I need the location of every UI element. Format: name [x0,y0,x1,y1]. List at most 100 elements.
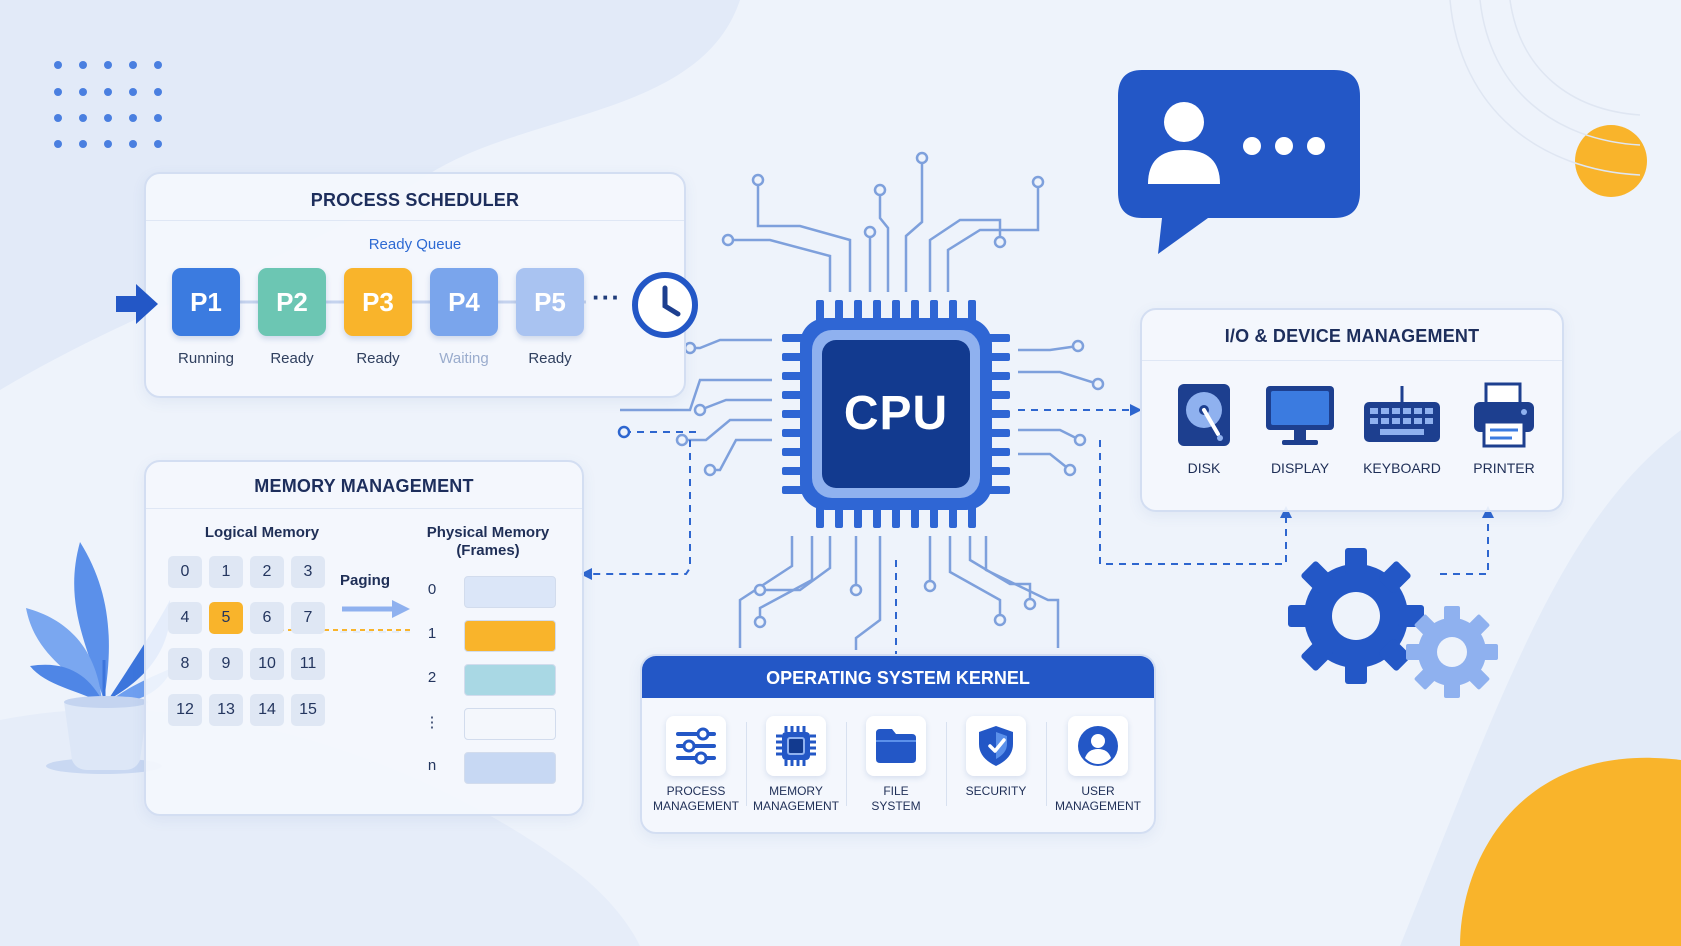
module-icon-box [666,716,726,776]
io-device-management-panel: I/O & DEVICE MANAGEMENT DISK DISPLAY [1140,308,1564,512]
device-display[interactable]: DISPLAY [1250,382,1350,476]
printer-icon [1474,382,1534,448]
physical-frame[interactable] [464,664,556,696]
module-divider [946,722,947,806]
paging-arrow-icon [342,600,410,618]
module-label-line1: SECURITY [965,784,1027,798]
device-disk[interactable]: DISK [1154,382,1254,476]
logical-page-cell[interactable]: 10 [250,648,284,680]
device-printer-label: PRINTER [1473,460,1535,476]
logical-page-cell[interactable]: 0 [168,556,202,588]
module-divider [746,722,747,806]
queue-input-arrow-icon [116,284,158,324]
logical-page-cell[interactable]: 13 [209,694,243,726]
display-icon [1266,386,1334,445]
shield-icon [979,726,1013,766]
plant-icon [26,542,172,774]
cpu-chip-graphic [782,300,1010,528]
module-label-line2: MANAGEMENT [1054,799,1141,813]
process-state-p3: Ready [356,350,400,367]
frame-number: 2 [427,669,437,686]
physical-memory-label: Physical Memory [426,524,550,541]
logical-page-cell[interactable]: 15 [291,694,325,726]
kernel-module-memory-management[interactable]: MEMORY MANAGEMENT [746,716,846,814]
physical-frame[interactable] [464,576,556,608]
scheduler-title: PROCESS SCHEDULER [310,190,520,210]
module-label-line1: USER [1081,784,1115,798]
module-icon-box [1068,716,1128,776]
device-display-label: DISPLAY [1270,460,1330,476]
module-icon-box [766,716,826,776]
memory-management-panel: MEMORY MANAGEMENT Logical Memory Physica… [144,460,584,816]
logical-page-cell[interactable]: 5 [209,602,243,634]
kernel-module-process-management[interactable]: PROCESS MANAGEMENT [646,716,746,814]
frame-number: 0 [427,581,437,598]
kernel-module-file-system[interactable]: FILE SYSTEM [846,716,946,814]
io-title-bar [1142,310,1562,361]
process-p5[interactable]: P5 [516,268,584,336]
module-label-line2: MANAGEMENT [752,799,839,813]
gears-icon [1288,548,1498,698]
process-state-p5: Ready [528,350,572,367]
cpu-chip: CPU [780,298,1012,530]
module-icon-box [966,716,1026,776]
logical-page-cell[interactable]: 14 [250,694,284,726]
physical-memory-sublabel: (Frames) [456,542,520,559]
process-state-p1: Running [178,350,234,367]
logical-page-cell[interactable]: 11 [291,648,325,680]
module-label-line1: MEMORY [769,784,823,798]
logical-page-cell[interactable]: 4 [168,602,202,634]
sliders-icon [676,727,716,765]
frame-number: ⋮ [424,714,440,731]
logical-page-cell[interactable]: 7 [291,602,325,634]
kernel-title: OPERATING SYSTEM KERNEL [766,668,1030,688]
logical-page-cell[interactable]: 6 [250,602,284,634]
module-label-line1: PROCESS [666,784,726,798]
logical-page-cell[interactable]: 9 [209,648,243,680]
device-keyboard[interactable]: KEYBOARD [1352,382,1452,476]
user-icon [1078,726,1118,766]
kernel-module-user-management[interactable]: USER MANAGEMENT [1048,716,1148,814]
memory-title-bar [146,462,582,509]
cpu-label: CPU [843,387,949,440]
module-label-line1: FILE [883,784,909,798]
logical-page-cell[interactable]: 12 [168,694,202,726]
kernel-title-bar [642,656,1154,698]
device-disk-label: DISK [1187,460,1221,476]
process-p4[interactable]: P4 [430,268,498,336]
module-label-line2: SYSTEM [871,799,921,813]
dot-grid [54,61,162,148]
more-processes-ellipsis: ··· [592,282,621,312]
process-p3[interactable]: P3 [344,268,412,336]
logical-page-cell[interactable]: 8 [168,648,202,680]
process-p2[interactable]: P2 [258,268,326,336]
io-title: I/O & DEVICE MANAGEMENT [1224,326,1480,346]
ready-queue-label: Ready Queue [368,236,462,253]
os-kernel-panel: OPERATING SYSTEM KERNEL PROCESS MANAGEME… [640,654,1156,834]
paging-label: Paging [339,572,390,589]
logical-page-cell[interactable]: 2 [250,556,284,588]
device-printer[interactable]: PRINTER [1454,382,1554,476]
disk-icon [1178,384,1230,446]
process-state-p2: Ready [270,350,314,367]
kernel-module-security[interactable]: SECURITY [946,716,1046,799]
physical-frame[interactable] [464,708,556,740]
user-chat-bubble-icon [1118,70,1360,254]
folder-icon [876,729,916,763]
logical-page-cell[interactable]: 1 [209,556,243,588]
module-icon-box [866,716,926,776]
frame-number: 1 [427,625,437,642]
process-state-p4: Waiting [439,350,489,367]
keyboard-icon [1364,386,1440,442]
clock-icon [632,272,698,338]
chip-icon [776,726,816,766]
scheduler-title-bar [146,174,684,221]
physical-frame[interactable] [464,752,556,784]
physical-frame[interactable] [464,620,556,652]
module-label-line2: MANAGEMENT [652,799,739,813]
logical-memory-label: Logical Memory [204,524,320,541]
memory-title: MEMORY MANAGEMENT [254,476,474,496]
process-p1[interactable]: P1 [172,268,240,336]
logical-page-cell[interactable]: 3 [291,556,325,588]
module-divider [1046,722,1047,806]
